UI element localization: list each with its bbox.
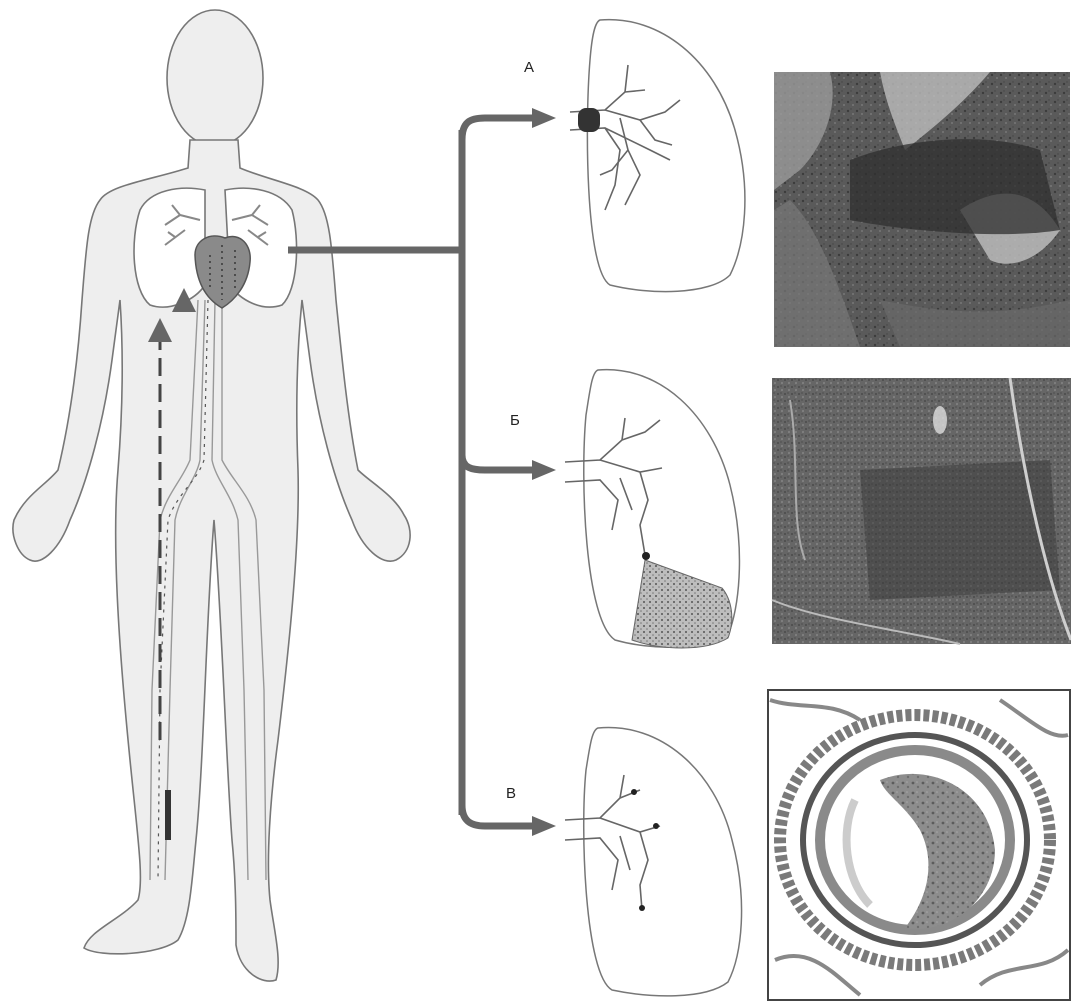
arrowhead-c (532, 816, 556, 836)
lung-diagram-c (565, 727, 742, 995)
right-lung (134, 188, 205, 307)
embolus-a (578, 108, 600, 132)
lung-outline-c (584, 727, 742, 995)
photo-gross-specimen (774, 72, 1070, 347)
arrowhead-b (532, 460, 556, 480)
arrow-to-b (462, 455, 535, 470)
photo-infarct-tissue (772, 378, 1071, 644)
arrow-to-c (462, 805, 535, 826)
arrow-to-a (462, 118, 535, 140)
lung-diagram-b (565, 370, 739, 648)
arrowhead-a (532, 108, 556, 128)
lung-outline-a (587, 20, 745, 292)
arrowheads (532, 108, 556, 836)
human-figure (13, 10, 410, 981)
embolus-c2 (653, 823, 659, 829)
panel-label-c: В (506, 785, 516, 802)
photo-histology-thrombus (768, 690, 1070, 1000)
panel-label-a: А (524, 59, 534, 76)
embolus-b (642, 552, 650, 560)
embolus-c3 (639, 905, 645, 911)
panel-label-b: Б (510, 412, 520, 429)
embolus-c1 (631, 789, 637, 795)
head (167, 10, 263, 146)
lung-diagram-a (570, 20, 745, 292)
